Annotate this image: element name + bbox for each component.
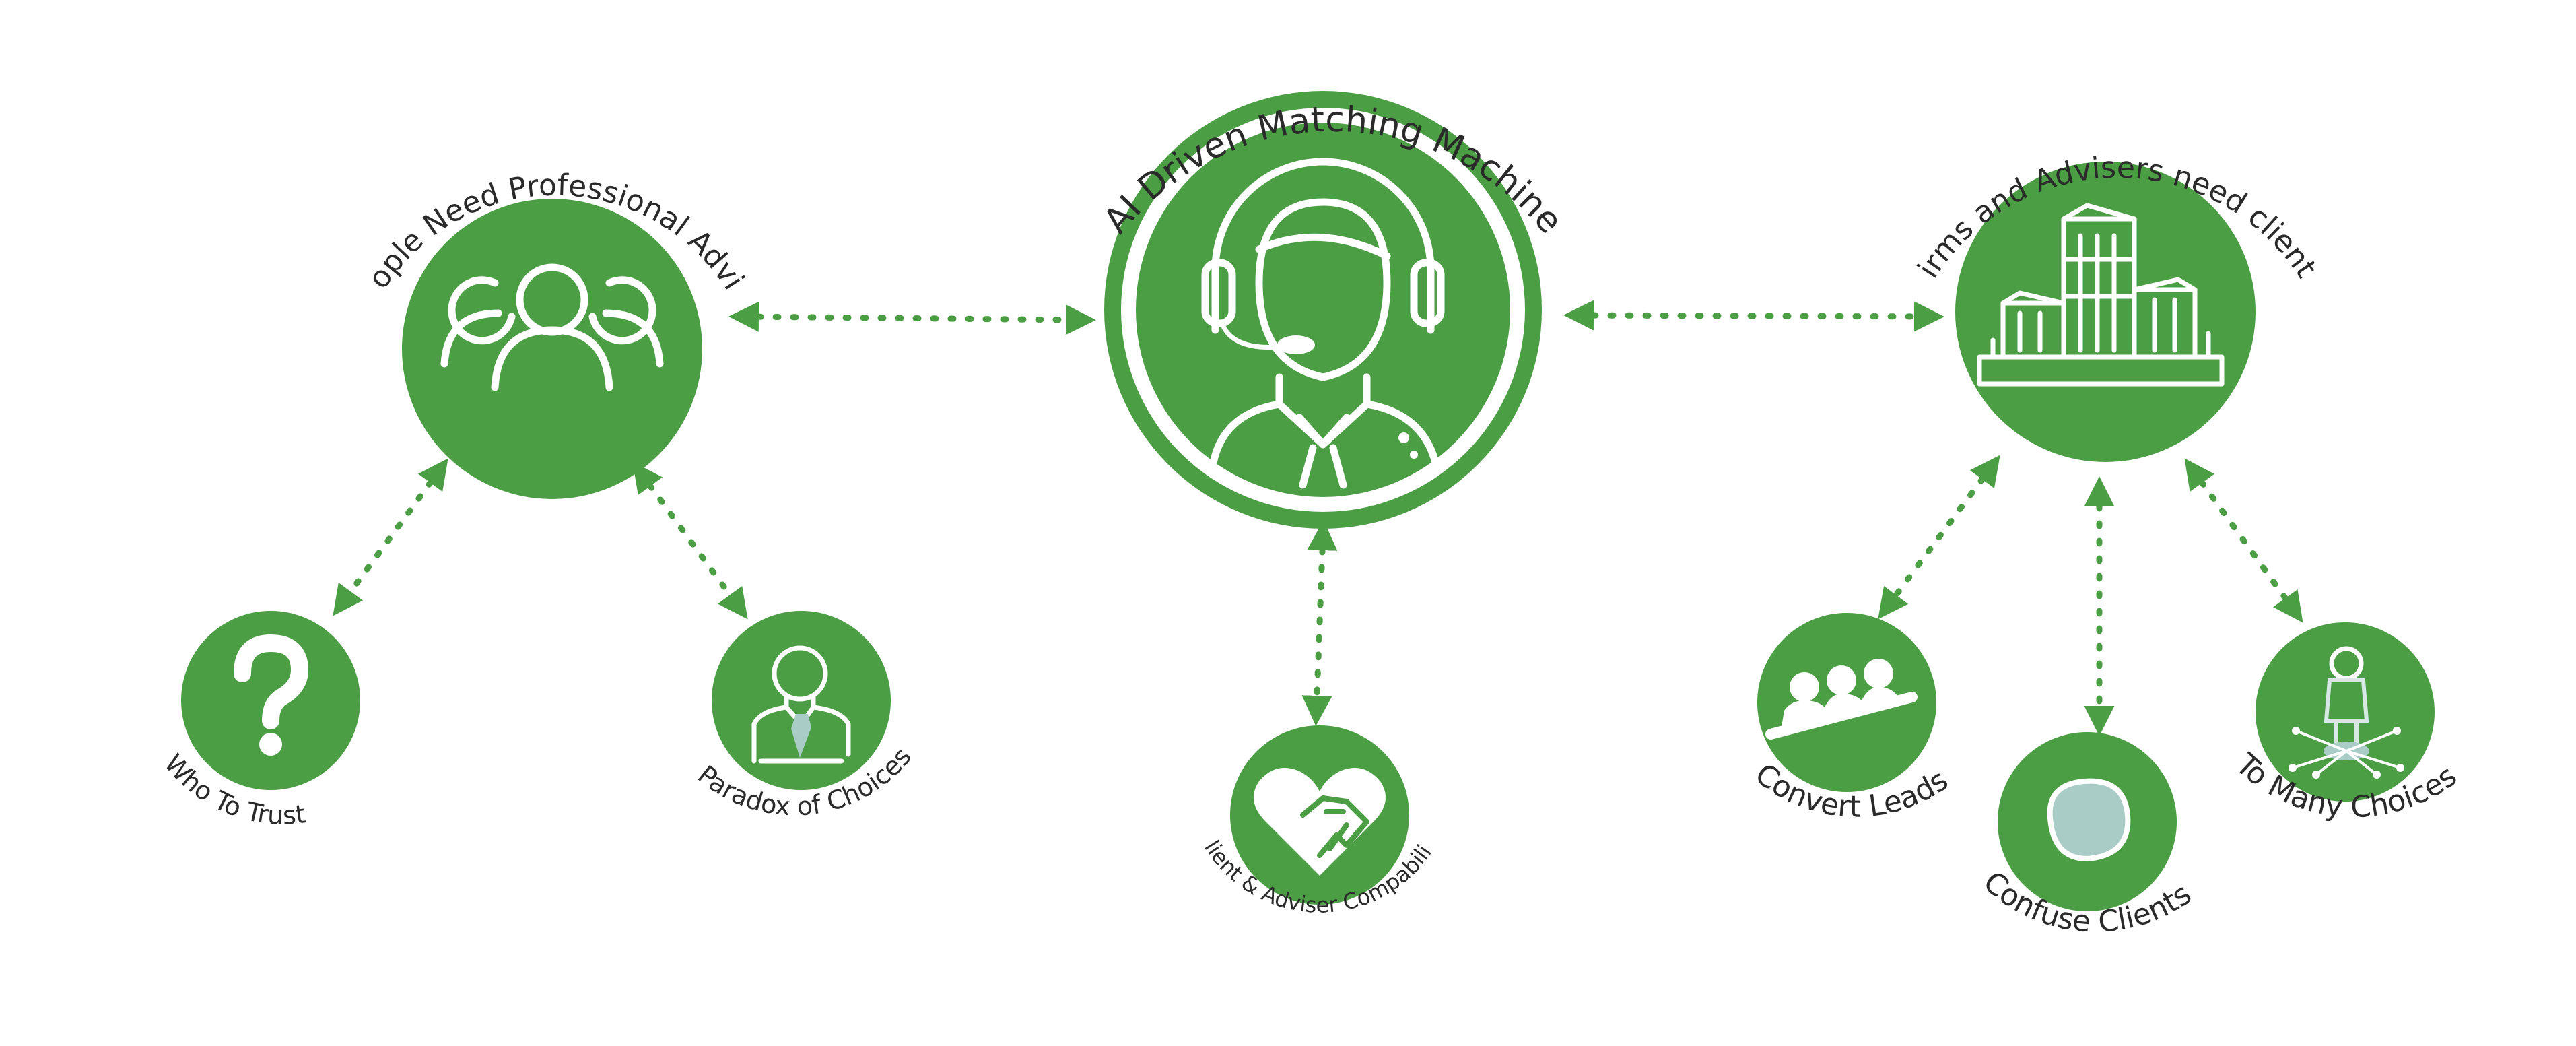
node-left: People Need Professional Advise [0, 0, 751, 499]
node-convert-leads: Convert Leads [1749, 613, 1955, 824]
blob-icon [2047, 778, 2131, 862]
node-many-choices: To Many Choices [2229, 622, 2463, 824]
node-paradox: Paradox of Choices [692, 611, 917, 822]
many-circle [2256, 622, 2435, 802]
connector-left-who [333, 458, 448, 616]
connectors [333, 300, 2303, 736]
person-bust-icon [751, 645, 851, 764]
headset-agent-icon [1201, 158, 1445, 489]
city-buildings-icon [1977, 203, 2225, 387]
crowd-arrow-icon [1765, 659, 1918, 740]
node-center: AI Driven Matching Machine [1096, 91, 1570, 529]
right-circle [1955, 162, 2256, 462]
connector-left-center [728, 301, 1096, 335]
heart-handshake-icon [1254, 768, 1386, 876]
people-group-icon [440, 263, 664, 391]
question-mark-icon [234, 634, 309, 756]
connector-center-compat [1301, 520, 1338, 726]
connector-right-convert [1878, 455, 2000, 620]
left-circle [402, 199, 702, 499]
node-who-to-trust: Who To Trust [158, 611, 360, 830]
connector-right-many [2184, 458, 2303, 623]
person-crossroads-icon [2289, 646, 2404, 779]
connector-center-right [1563, 300, 1944, 332]
connector-left-paradox [632, 461, 748, 620]
node-confuse-clients: Confuse Clients [1977, 732, 2198, 940]
